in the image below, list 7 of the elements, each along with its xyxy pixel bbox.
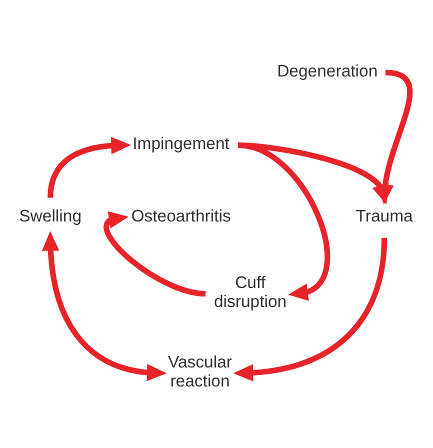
node-text: Degeneration <box>277 60 378 80</box>
node-text: Osteoarthritis <box>131 206 231 226</box>
node-text: Impingement <box>132 134 230 153</box>
node-text: Vascular reaction <box>168 352 232 390</box>
node-text: Cuff disruption <box>214 272 287 311</box>
node-text: Swelling <box>19 206 82 226</box>
node-text: Trauma <box>356 206 413 226</box>
